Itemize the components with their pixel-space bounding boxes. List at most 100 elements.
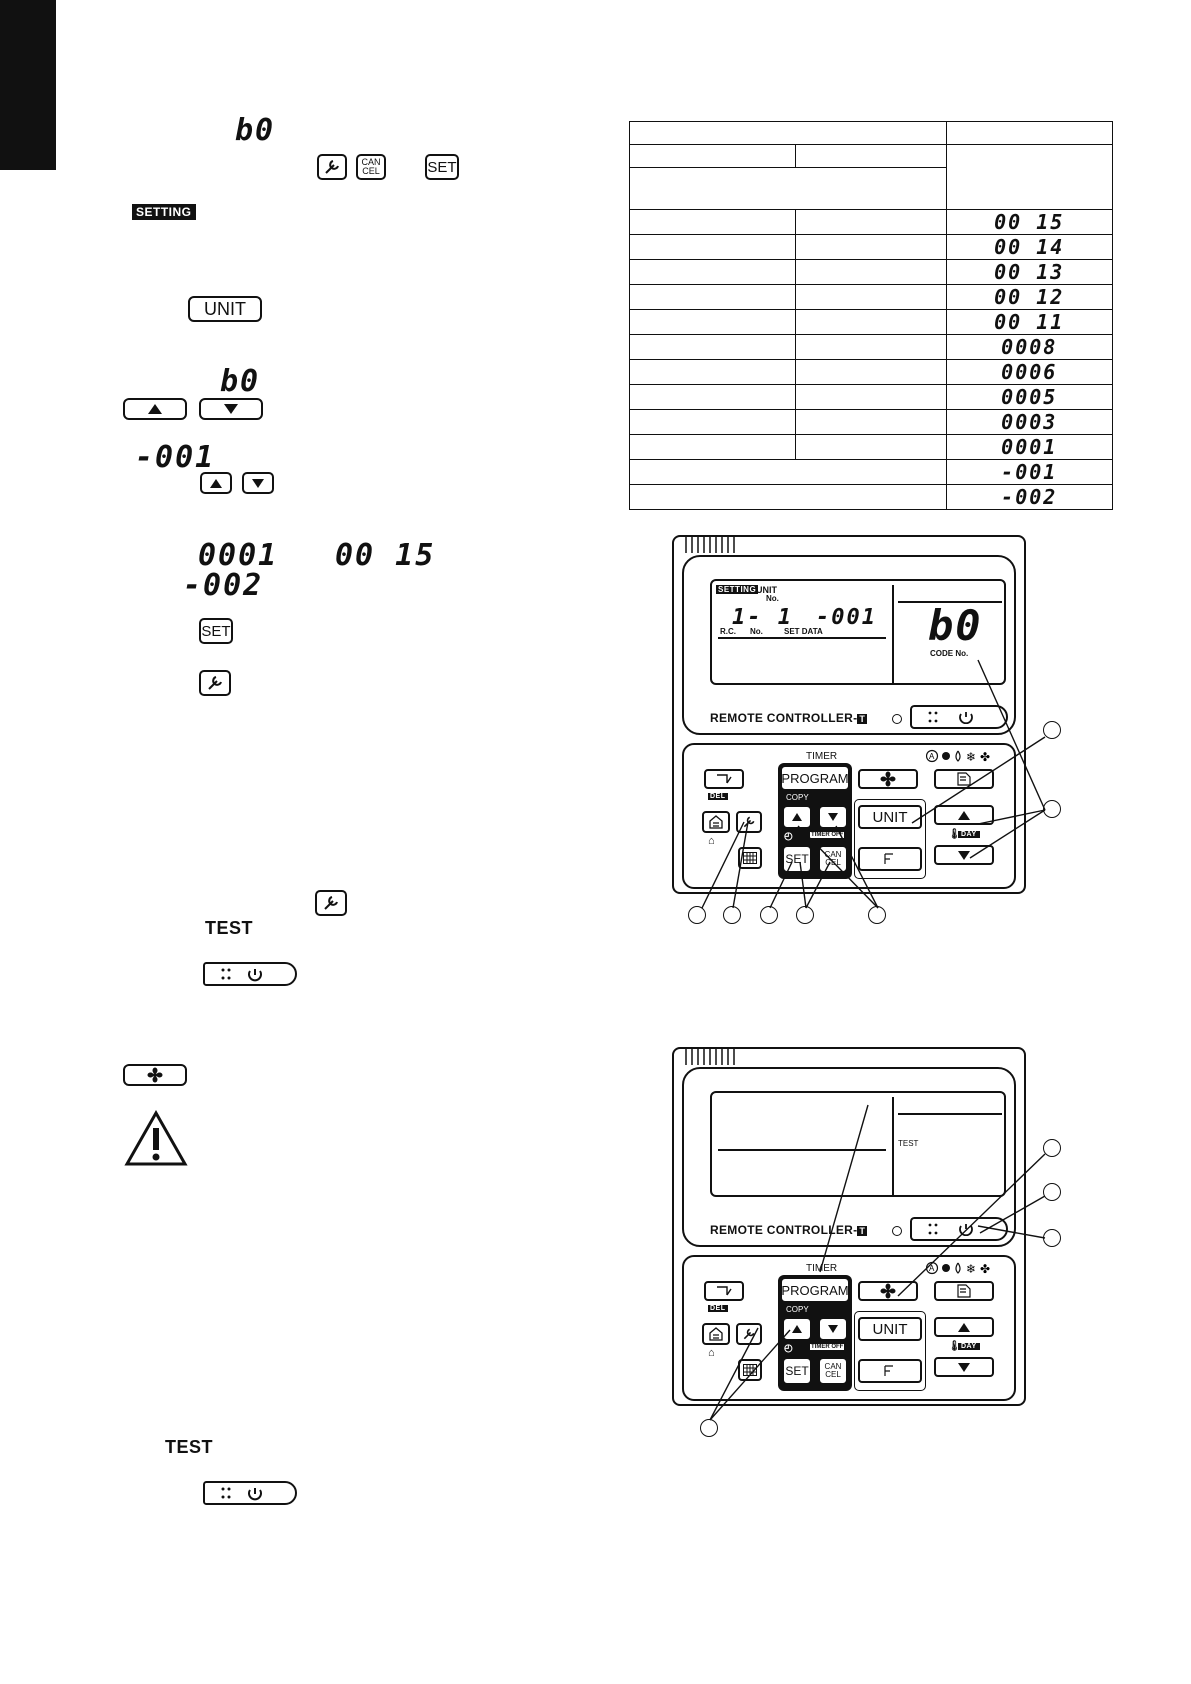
lcd-code-no-label: CODE No. xyxy=(930,649,969,658)
display-frame xyxy=(682,555,1016,735)
cancel-button[interactable]: CAN CEL xyxy=(820,1359,846,1383)
ventilation-button[interactable] xyxy=(702,811,730,833)
grid-button[interactable] xyxy=(738,1359,762,1381)
mode-icon xyxy=(957,1284,971,1298)
lcd-setting-badge: SETTING xyxy=(716,585,759,594)
cancel-key: CAN CEL xyxy=(356,154,386,180)
up-arrow-icon xyxy=(792,813,802,821)
wrench-key-3 xyxy=(315,890,347,916)
power-key-2 xyxy=(203,1481,297,1505)
wrench-key xyxy=(317,154,347,180)
clock-icon: ◴ xyxy=(784,1343,793,1354)
warning-icon xyxy=(124,1110,188,1166)
grid-icon xyxy=(743,852,757,864)
program-button[interactable]: PROGRAM xyxy=(781,767,849,789)
louver-button[interactable] xyxy=(704,769,744,789)
model-label: REMOTE CONTROLLER-T xyxy=(710,1223,868,1237)
temp-up-button[interactable] xyxy=(934,805,994,825)
lcd-screen: SETTING UNIT No. 1- 1 -001 R.C. No. SET … xyxy=(710,579,1006,685)
callout-marker xyxy=(688,906,706,924)
vent-grille xyxy=(685,1049,735,1065)
lcd-rc-no-label: No. xyxy=(750,627,763,636)
lcd-rule xyxy=(718,637,886,639)
setting-badge: SETTING xyxy=(132,204,196,220)
del-label: DEL xyxy=(708,793,728,800)
lcd-rule xyxy=(718,1149,886,1151)
program-button[interactable]: PROGRAM xyxy=(781,1279,849,1301)
test-label-2: TEST xyxy=(165,1437,214,1457)
unit-group xyxy=(854,1311,926,1391)
callout-marker xyxy=(700,1419,718,1437)
unit-button[interactable]: UNIT xyxy=(858,1317,922,1341)
timer-up-button[interactable] xyxy=(784,807,810,827)
code-b0-display-2: b0 xyxy=(220,364,261,399)
code-cell: 00 12 xyxy=(945,284,1113,310)
power-icon xyxy=(221,1487,262,1501)
filter-house-icon: ⌂ xyxy=(708,835,715,847)
set-button[interactable]: SET xyxy=(784,1359,810,1383)
timer-off-label: TIMER OFF xyxy=(810,832,845,838)
wrench-icon xyxy=(208,676,222,690)
on-off-button[interactable] xyxy=(910,705,1008,729)
timer-down-button[interactable] xyxy=(820,807,846,827)
mode-button[interactable] xyxy=(934,769,994,789)
table-row xyxy=(628,143,1113,210)
lcd-test-label: TEST xyxy=(898,1139,919,1148)
down-arrow-icon xyxy=(828,813,838,821)
code-table: 00 15 00 14 00 13 00 12 00 11 0008 0006 … xyxy=(628,121,1113,510)
mode-button[interactable] xyxy=(934,1281,994,1301)
table-row: 00 12 xyxy=(628,284,1113,310)
copy-label: COPY xyxy=(786,1305,809,1314)
swing-button[interactable] xyxy=(858,847,922,871)
power-icon xyxy=(928,1223,973,1236)
indicator-lamp xyxy=(892,1226,902,1236)
table-row: 0008 xyxy=(628,334,1113,360)
value-minus001: -001 xyxy=(135,440,216,475)
power-key xyxy=(203,962,297,986)
wrench-icon xyxy=(743,1328,755,1340)
day-label: DAY xyxy=(958,831,980,838)
svg-text:❄: ❄ xyxy=(966,750,976,763)
code-cell: 0005 xyxy=(945,384,1113,410)
down-arrow-icon xyxy=(958,850,970,860)
timer-up-button[interactable] xyxy=(784,1319,810,1339)
up-key xyxy=(123,398,187,420)
lcd-rc-label: R.C. xyxy=(720,627,736,636)
table-row: -001 xyxy=(629,459,1113,485)
wrench-icon xyxy=(325,160,339,174)
lcd-divider xyxy=(892,585,894,683)
up-arrow-icon xyxy=(958,810,970,820)
louver-button[interactable] xyxy=(704,1281,744,1301)
timer-down-button[interactable] xyxy=(820,1319,846,1339)
swing-button[interactable] xyxy=(858,1359,922,1383)
down-arrow-icon xyxy=(958,1362,970,1372)
svg-text:✤: ✤ xyxy=(980,1262,990,1275)
thermometer-icon: 🌡 xyxy=(948,829,961,840)
wrench-key-2 xyxy=(199,670,231,696)
remote-controller-1: SETTING UNIT No. 1- 1 -001 R.C. No. SET … xyxy=(672,535,1026,894)
unit-button[interactable]: UNIT xyxy=(858,805,922,829)
up-arrow-icon xyxy=(792,1325,802,1333)
clock-icon: ◴ xyxy=(784,831,793,842)
remote-controller-2: TEST REMOTE CONTROLLER-T TIMER A ❄✤ PROG… xyxy=(672,1047,1026,1406)
test-label-1: TEST xyxy=(205,918,254,938)
callout-marker xyxy=(1043,1183,1061,1201)
svg-text:A: A xyxy=(929,1264,935,1273)
grid-button[interactable] xyxy=(738,847,762,869)
temp-down-button[interactable] xyxy=(934,1357,994,1377)
down-key-small xyxy=(242,472,274,494)
code-cell: 0001 xyxy=(945,434,1113,460)
lcd-no-label: No. xyxy=(766,594,779,603)
set-key: SET xyxy=(425,154,459,180)
ventilation-button[interactable] xyxy=(702,1323,730,1345)
svg-text:A: A xyxy=(929,752,935,761)
check-button[interactable] xyxy=(736,811,762,833)
temp-down-button[interactable] xyxy=(934,845,994,865)
mode-icon xyxy=(957,772,971,786)
power-icon xyxy=(928,711,973,724)
temp-up-button[interactable] xyxy=(934,1317,994,1337)
fan-button[interactable] xyxy=(858,769,918,789)
down-key xyxy=(199,398,263,420)
fan-button[interactable] xyxy=(858,1281,918,1301)
table-row: 00 15 xyxy=(628,209,1113,235)
